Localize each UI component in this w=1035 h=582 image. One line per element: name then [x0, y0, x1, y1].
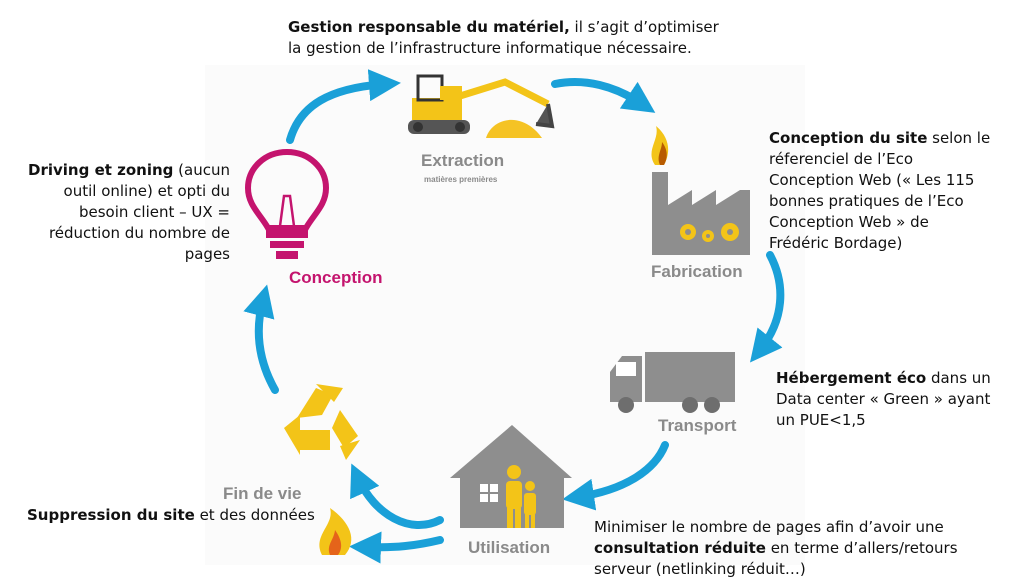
- extraction-sublabel: matières premières: [424, 175, 498, 184]
- annotation-materiel: Gestion responsable du matériel, il s’ag…: [288, 17, 748, 59]
- annotation-suppression-bold: Suppression du site: [27, 506, 195, 524]
- annotation-conception-site: Conception du site selon le réferenciel …: [769, 128, 1024, 254]
- lightbulb-icon: [244, 148, 330, 259]
- annotation-conception-site-line1: selon le: [927, 129, 991, 147]
- factory-icon: [652, 172, 750, 255]
- fire-icon: [319, 508, 352, 555]
- annotation-suppression-line1: et des données: [194, 506, 315, 524]
- annotation-materiel-bold: Gestion responsable du matériel,: [288, 18, 570, 36]
- annotation-suppression: Suppression du site et des données: [27, 505, 327, 526]
- annotation-hebergement-bold: Hébergement éco: [776, 369, 927, 387]
- annotation-conception-site-bold: Conception du site: [769, 129, 928, 147]
- transport-label: Transport: [658, 416, 737, 435]
- annotation-minimiser-line2: en terme d’allers/retours: [765, 539, 958, 557]
- arrow-conception-to-extraction: [286, 69, 401, 144]
- annotation-materiel-line2: la gestion de l’infrastructure informati…: [288, 39, 692, 57]
- annotation-hebergement: Hébergement éco dans un Data center « Gr…: [776, 368, 1026, 431]
- fin-de-vie-label: Fin de vie: [223, 484, 302, 503]
- annotation-minimiser-line1: Minimiser le nombre de pages afin d’avoi…: [594, 518, 944, 536]
- annotation-conception-site-line: réferenciel de l’Eco: [769, 150, 914, 168]
- annotation-hebergement-line: Data center « Green » ayant: [776, 390, 991, 408]
- arrow-fabrication-to-transport: [750, 251, 785, 363]
- cycle-arrows: [243, 69, 785, 564]
- annotation-driving-line: pages: [184, 245, 230, 263]
- annotation-minimiser-bold: consultation réduite: [594, 539, 766, 557]
- annotation-conception-site-line: Conception Web (« Les 115: [769, 171, 975, 189]
- arrow-utilisation-to-flame: [349, 531, 444, 564]
- annotation-driving-line1: (aucun: [173, 161, 230, 179]
- fabrication-label: Fabrication: [651, 262, 743, 281]
- truck-icon: [610, 352, 735, 413]
- annotation-conception-site-line: bonnes pratiques de l’Eco: [769, 192, 964, 210]
- arrow-findevie-to-conception: [243, 284, 279, 394]
- annotation-driving-bold: Driving et zoning: [28, 161, 174, 179]
- annotation-conception-site-line: Frédéric Bordage): [769, 234, 903, 252]
- arrow-transport-to-utilisation: [562, 441, 669, 511]
- annotation-driving-line: outil online) et opti du: [63, 182, 230, 200]
- arrow-utilisation-to-findevie: [350, 463, 444, 529]
- conception-label: Conception: [289, 268, 383, 287]
- utilisation-label: Utilisation: [468, 538, 551, 557]
- annotation-conception-site-line: Conception Web » de: [769, 213, 929, 231]
- arrow-extraction-to-fabrication: [551, 78, 656, 113]
- excavator-icon: [408, 74, 555, 138]
- annotation-hebergement-line1: dans un: [926, 369, 991, 387]
- annotation-driving-line: besoin client – UX =: [78, 203, 230, 221]
- annotation-hebergement-line: un PUE<1,5: [776, 411, 866, 429]
- flame-icon: [651, 126, 669, 165]
- extraction-label: Extraction: [421, 151, 505, 170]
- annotation-minimiser-line3: serveur (netlinking réduit…): [594, 560, 806, 578]
- annotation-minimiser: Minimiser le nombre de pages afin d’avoi…: [594, 517, 1024, 580]
- annotation-materiel-line1: il s’agit d’optimiser: [569, 18, 719, 36]
- house-family-icon: [450, 425, 572, 528]
- recycle-icon: [284, 384, 360, 460]
- annotation-driving: Driving et zoning (aucun outil online) e…: [20, 160, 230, 265]
- annotation-driving-line: réduction du nombre de: [48, 224, 230, 242]
